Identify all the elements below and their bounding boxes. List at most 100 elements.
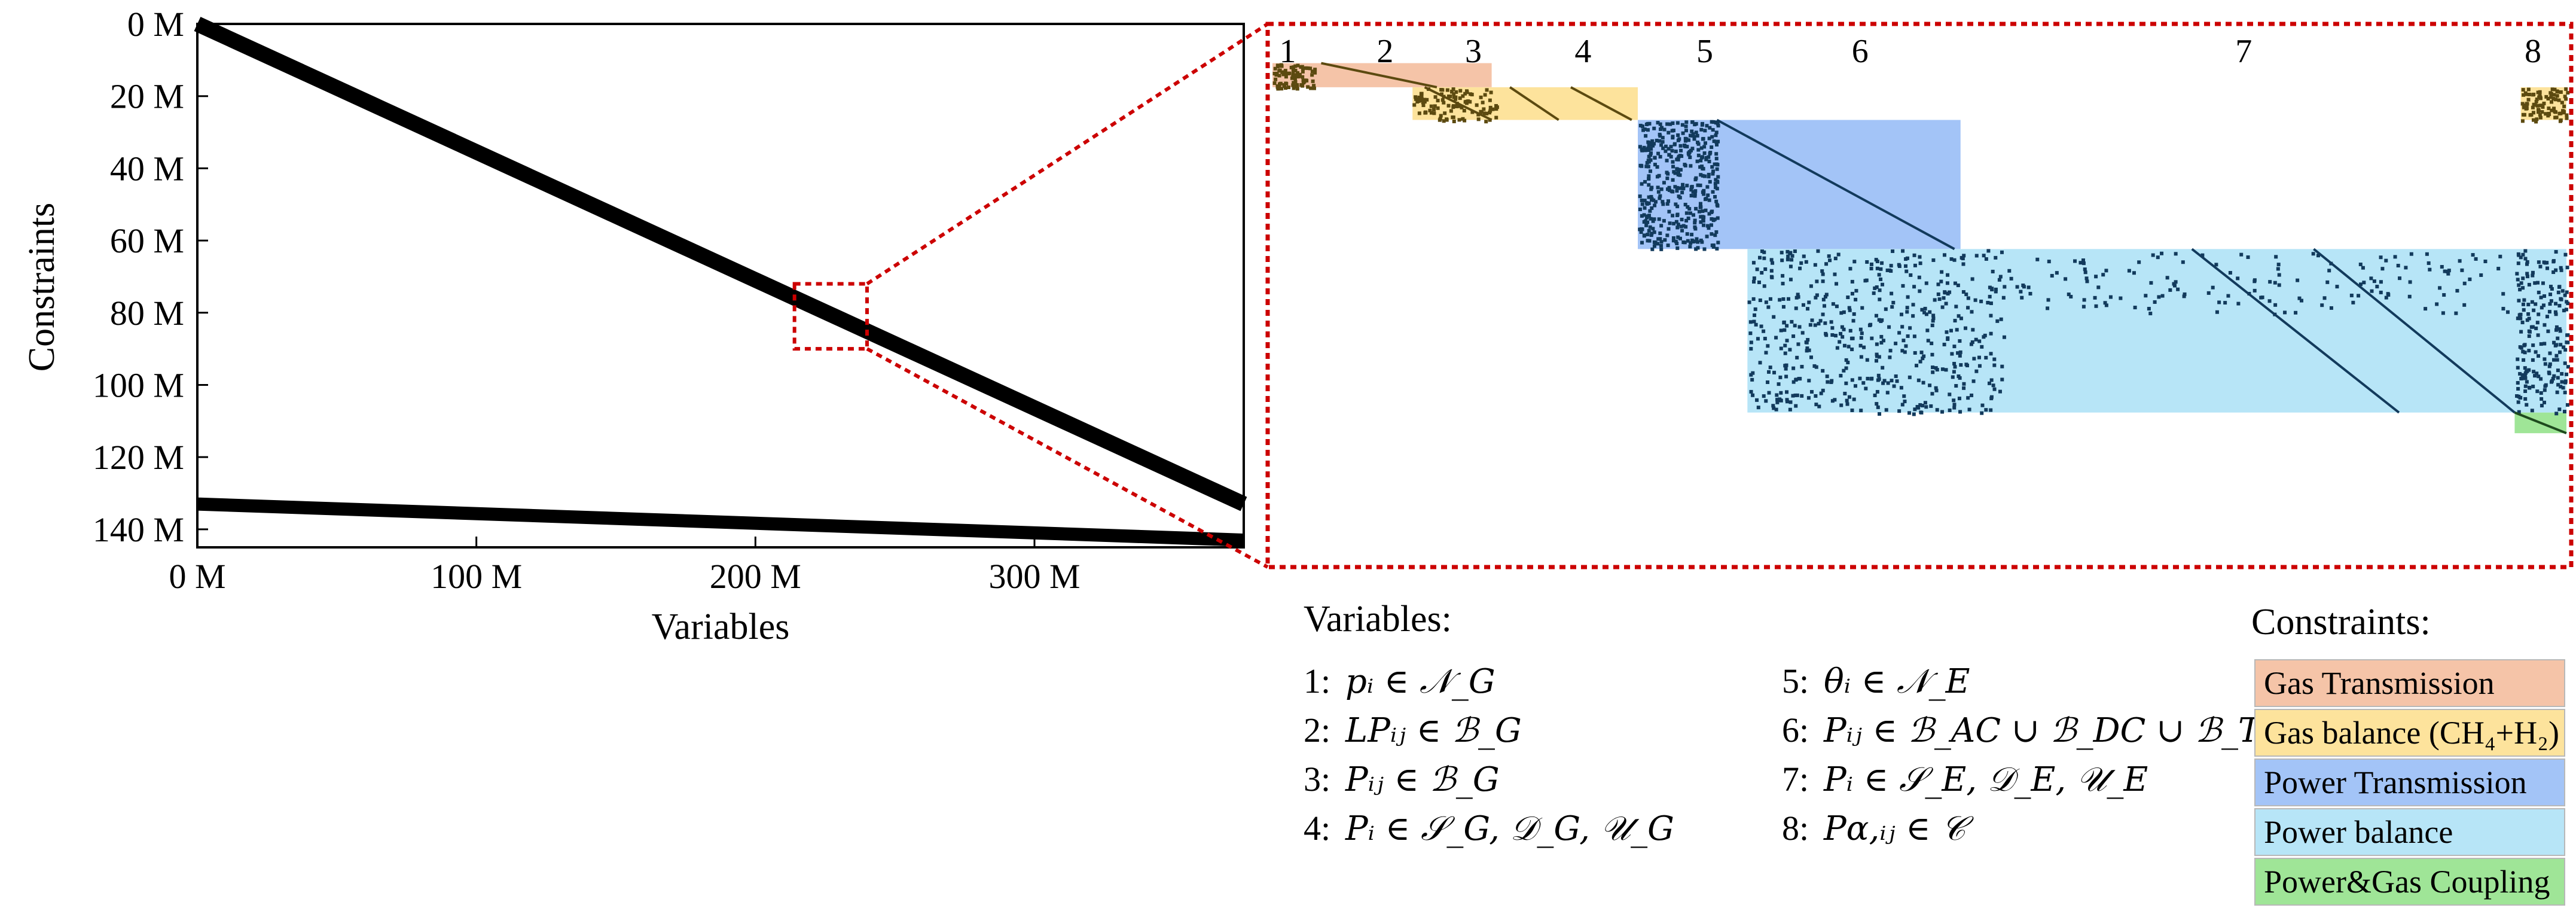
power-nonzero	[1680, 229, 1684, 233]
power-nonzero	[1671, 214, 1675, 218]
power-nonzero	[2294, 310, 2298, 315]
gas-nonzero	[2524, 106, 2528, 111]
power-nonzero	[1674, 239, 1678, 243]
power-nonzero	[1659, 243, 1664, 248]
power-nonzero	[1795, 355, 1799, 360]
gas-nonzero	[2522, 105, 2526, 109]
power-nonzero	[1748, 320, 1753, 324]
power-nonzero	[1875, 402, 1879, 406]
power-nonzero	[2380, 267, 2385, 271]
power-nonzero	[2253, 279, 2257, 284]
power-nonzero	[1687, 207, 1692, 211]
power-nonzero	[1997, 278, 2001, 282]
power-nonzero	[1710, 165, 1714, 169]
power-nonzero	[2566, 340, 2570, 345]
power-nonzero	[1920, 307, 1924, 312]
gas-nonzero	[1289, 65, 1293, 69]
power-nonzero	[2560, 371, 2564, 376]
power-nonzero	[1919, 351, 1924, 355]
power-nonzero	[2523, 374, 2527, 378]
power-nonzero	[1954, 304, 1958, 309]
power-nonzero	[2543, 261, 2547, 265]
power-nonzero	[1783, 343, 1787, 348]
power-nonzero	[1691, 190, 1695, 194]
power-nonzero	[1900, 349, 1904, 353]
power-nonzero	[1696, 142, 1701, 146]
power-nonzero	[1888, 355, 1892, 360]
power-nonzero	[2028, 291, 2032, 296]
power-nonzero	[1653, 203, 1657, 208]
gas-nonzero	[1280, 70, 1284, 74]
power-nonzero	[1894, 374, 1898, 378]
power-nonzero	[1714, 230, 1719, 234]
x-tick-label: 100 M	[431, 557, 522, 596]
power-nonzero	[1661, 200, 1665, 204]
power-nonzero	[2215, 310, 2219, 314]
gas-nonzero	[1284, 75, 1288, 79]
power-nonzero	[2549, 299, 2553, 303]
power-nonzero	[1684, 211, 1689, 215]
power-nonzero	[1878, 412, 1882, 416]
power-nonzero	[1827, 254, 1831, 258]
power-nonzero	[1639, 230, 1643, 234]
power-nonzero	[1788, 251, 1793, 255]
power-nonzero	[1977, 364, 1982, 368]
power-nonzero	[1760, 249, 1764, 254]
power-nonzero	[2562, 309, 2566, 313]
variable-legend-item-8: 8:Pα,ᵢⱼ ∈ 𝒞	[1782, 808, 1965, 849]
power-nonzero	[1900, 403, 1904, 407]
gas-nonzero	[1442, 119, 1446, 123]
power-nonzero	[1775, 398, 1780, 402]
power-nonzero	[1865, 260, 1869, 264]
power-nonzero	[1877, 318, 1881, 322]
gas-nonzero	[1494, 103, 1498, 108]
power-nonzero	[1640, 148, 1644, 153]
power-nonzero	[1974, 254, 1979, 258]
power-nonzero	[1822, 304, 1826, 308]
power-nonzero	[1921, 357, 1925, 361]
variable-number: 1:	[1304, 662, 1331, 700]
power-nonzero	[1842, 368, 1846, 373]
power-nonzero	[1675, 189, 1679, 193]
gas-nonzero	[1463, 92, 1467, 96]
power-nonzero	[2228, 271, 2232, 275]
gas-nonzero	[2560, 100, 2564, 105]
power-nonzero	[1882, 379, 1887, 383]
power-nonzero	[2523, 249, 2528, 253]
power-nonzero	[2558, 329, 2562, 333]
power-nonzero	[1984, 257, 1988, 261]
power-nonzero	[1785, 398, 1789, 402]
power-nonzero	[1692, 137, 1696, 141]
power-nonzero	[2516, 278, 2520, 282]
gas-nonzero	[1312, 84, 1316, 88]
power-nonzero	[1762, 329, 1766, 333]
power-nonzero	[1957, 374, 1961, 379]
gas-nonzero	[1422, 98, 1426, 102]
power-nonzero	[2236, 301, 2241, 306]
power-nonzero	[1676, 172, 1680, 176]
power-nonzero	[2096, 285, 2101, 290]
gas-nonzero	[1417, 111, 1421, 115]
gas-nonzero	[1482, 107, 1486, 111]
gas-nonzero	[2547, 106, 2551, 111]
power-nonzero	[2440, 265, 2444, 269]
power-nonzero	[1915, 405, 1919, 409]
power-nonzero	[1902, 339, 1906, 343]
power-nonzero	[1879, 267, 1883, 271]
power-nonzero	[2127, 269, 2131, 273]
power-nonzero	[1755, 267, 1759, 272]
variable-expression: Pᵢⱼ ∈ ℬ_AC ∪ ℬ_DC ∪ ℬ_Tr	[1824, 711, 2277, 750]
power-nonzero	[2543, 342, 2547, 346]
power-nonzero	[2525, 380, 2529, 384]
gas-nonzero	[1439, 114, 1443, 118]
power-nonzero	[2526, 303, 2531, 307]
power-nonzero	[1659, 187, 1664, 191]
power-nonzero	[1850, 291, 1854, 296]
variable-number: 8:	[1782, 809, 1809, 848]
power-nonzero	[1705, 124, 1709, 128]
power-nonzero	[2474, 257, 2478, 261]
power-nonzero	[1696, 153, 1701, 157]
gas-nonzero	[1279, 63, 1283, 67]
power-nonzero	[1992, 387, 1997, 391]
power-nonzero	[1918, 360, 1922, 364]
